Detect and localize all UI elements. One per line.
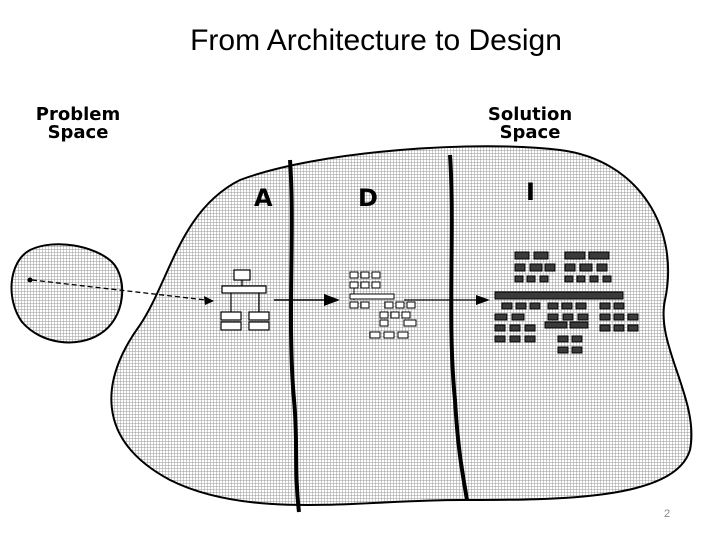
- region-a-label: A: [254, 184, 273, 212]
- dashed-arrow-head: [204, 296, 214, 305]
- region-d-label: D: [358, 184, 378, 212]
- slide-title: From Architecture to Design: [190, 24, 562, 57]
- arrow-d-to-i-head: [476, 295, 490, 305]
- arrow-a-to-d-head: [324, 294, 340, 306]
- implementation-model: [494, 251, 639, 354]
- architecture-model: [220, 269, 270, 331]
- problem-point: [27, 277, 33, 283]
- region-i-label: I: [526, 178, 535, 206]
- problem-space-label: Problem Space: [35, 104, 121, 143]
- solution-space-blob: [110, 145, 693, 506]
- solution-space-label: Solution Space: [487, 104, 573, 143]
- divider-d-i: [448, 154, 469, 501]
- divider-a-d: [288, 159, 301, 513]
- design-model: [349, 271, 417, 339]
- dashed-connector: [31, 279, 207, 301]
- page-number: 2: [664, 508, 671, 520]
- problem-space-blob: [10, 243, 124, 344]
